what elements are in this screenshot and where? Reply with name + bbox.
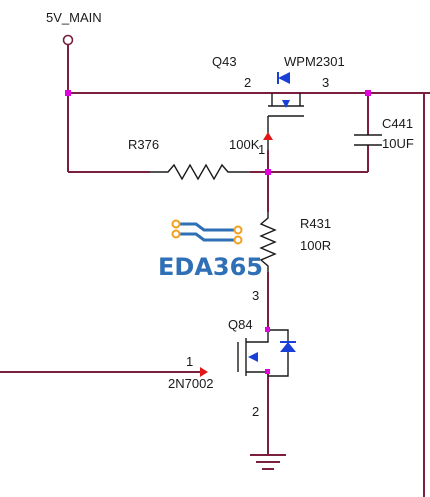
c441-value-label: 10UF — [382, 136, 414, 151]
q43-channel-arrow — [282, 100, 290, 108]
q43-value-label: WPM2301 — [284, 54, 345, 69]
q84-drain-link — [246, 330, 269, 343]
q84-pin-drain-label: 3 — [252, 288, 259, 303]
q84-gate-pin-marker — [200, 367, 208, 377]
mosfet-q84: 3 Q84 1 2N7002 2 — [168, 288, 296, 419]
junction-dot — [65, 90, 71, 96]
junction-dot — [265, 369, 270, 374]
capacitor-c441: C441 10UF — [354, 116, 414, 151]
power-net-label: 5V_MAIN — [46, 10, 102, 25]
q84-ref-label: Q84 — [228, 317, 253, 332]
q43-body-diode — [278, 72, 290, 84]
ground-symbol — [250, 454, 286, 470]
q43-ref-label: Q43 — [212, 54, 237, 69]
c441-ref-label: C441 — [382, 116, 413, 131]
q84-body-diode — [280, 342, 296, 352]
resistor-r376: R376 100K — [128, 137, 260, 181]
eda365-logo-text: EDA365 — [158, 253, 263, 281]
q84-pin-source-label: 2 — [252, 404, 259, 419]
q84-pin-gate-label: 1 — [186, 354, 193, 369]
q43-pin-drain-label: 3 — [322, 75, 329, 90]
r431-ref-label: R431 — [300, 216, 331, 231]
r376-ref-label: R376 — [128, 137, 159, 152]
junction-dot — [265, 327, 270, 332]
mosfet-q43: Q43 WPM2301 2 3 1 — [212, 54, 345, 157]
junctions — [65, 90, 371, 374]
power-port-circle — [62, 34, 74, 46]
r431-zigzag — [259, 212, 277, 272]
r376-value-label: 100K — [229, 137, 260, 152]
q84-value-label: 2N7002 — [168, 376, 214, 391]
q84-channel-arrow — [248, 352, 258, 362]
q43-pin-source-label: 2 — [244, 75, 251, 90]
power-port-5v-main: 5V_MAIN — [46, 10, 102, 46]
r431-value-label: 100R — [300, 238, 331, 253]
resistor-r431: R431 100R — [259, 212, 331, 272]
q84-diode-loop — [268, 329, 289, 377]
eda365-logo-traces — [171, 219, 243, 245]
q43-pin-gate-label: 1 — [258, 142, 265, 157]
junction-dot — [365, 90, 371, 96]
eda365-watermark: EDA365 — [158, 219, 263, 281]
q43-gate-pin-marker — [263, 132, 273, 140]
junction-dot — [265, 169, 271, 175]
r376-zigzag — [150, 163, 250, 181]
